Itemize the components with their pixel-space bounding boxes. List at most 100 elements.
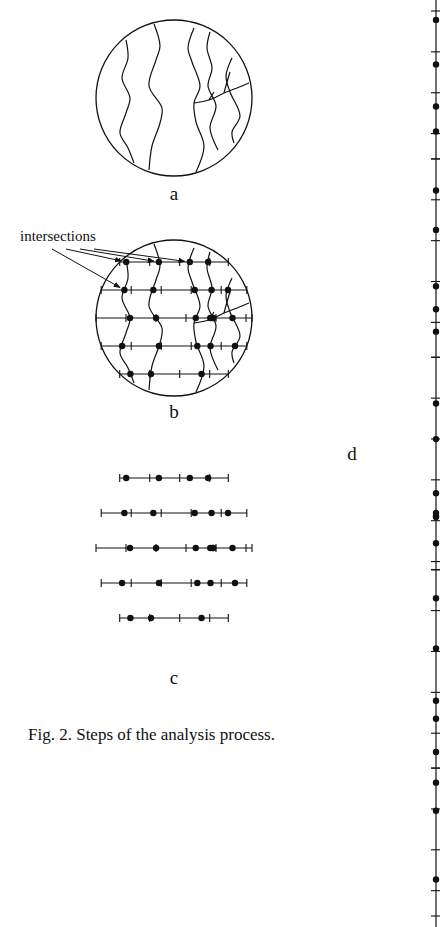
tick-mark bbox=[431, 692, 440, 693]
intersection-dot bbox=[187, 259, 193, 265]
intersection-dot bbox=[156, 580, 162, 586]
tick-mark bbox=[221, 342, 222, 350]
intersection-dot bbox=[127, 545, 133, 551]
tick-mark bbox=[119, 258, 120, 266]
tick-mark bbox=[228, 370, 229, 378]
test-line bbox=[96, 317, 252, 318]
intersection-dot bbox=[207, 343, 213, 349]
tick-mark bbox=[185, 314, 186, 322]
extracted-lines bbox=[96, 474, 252, 622]
tick-mark bbox=[149, 474, 150, 482]
tick-mark bbox=[431, 357, 440, 358]
test-line bbox=[120, 617, 229, 618]
intersection-dot bbox=[433, 61, 439, 67]
intersection-dot bbox=[150, 287, 156, 293]
tick-mark bbox=[228, 474, 229, 482]
tick-mark bbox=[246, 509, 247, 517]
tick-mark bbox=[431, 520, 440, 521]
intersection-dot bbox=[121, 510, 127, 516]
tick-mark bbox=[431, 322, 440, 323]
leader-line bbox=[80, 249, 154, 261]
test-line bbox=[96, 547, 252, 548]
tick-mark bbox=[101, 286, 102, 294]
tick-mark bbox=[101, 342, 102, 350]
tick-mark bbox=[221, 286, 222, 294]
test-line bbox=[120, 261, 229, 262]
tick-mark bbox=[131, 579, 132, 587]
intersection-dot bbox=[127, 315, 133, 321]
fibre-line bbox=[120, 260, 134, 383]
tick-mark bbox=[246, 286, 247, 294]
tick-mark bbox=[431, 51, 440, 52]
intersection-dot bbox=[229, 545, 235, 551]
fibre-line bbox=[226, 58, 240, 143]
tick-mark bbox=[228, 614, 229, 622]
tick-mark bbox=[179, 370, 180, 378]
tick-mark bbox=[131, 342, 132, 350]
tick-mark bbox=[191, 579, 192, 587]
intersection-dot bbox=[210, 545, 216, 551]
intersection-dot bbox=[205, 259, 211, 265]
tick-mark bbox=[431, 240, 440, 241]
fibre-line bbox=[188, 28, 204, 172]
tick-mark bbox=[209, 614, 210, 622]
intersection-dot bbox=[433, 103, 439, 109]
tick-mark bbox=[95, 544, 96, 552]
tick-mark bbox=[431, 199, 440, 200]
intersection-dot bbox=[433, 715, 439, 721]
intersection-dot bbox=[232, 343, 238, 349]
intersection-dot bbox=[148, 615, 154, 621]
intersection-dot bbox=[198, 615, 204, 621]
intersection-dot bbox=[210, 315, 216, 321]
intersection-dot bbox=[433, 876, 439, 882]
intersection-dot bbox=[191, 287, 197, 293]
intersection-dot bbox=[153, 545, 159, 551]
tick-mark bbox=[246, 579, 247, 587]
tick-mark bbox=[191, 342, 192, 350]
intersection-dot bbox=[229, 315, 235, 321]
field-circle bbox=[96, 240, 252, 396]
tick-mark bbox=[209, 370, 210, 378]
intersection-dot bbox=[433, 513, 439, 519]
intersection-dot bbox=[433, 540, 439, 546]
intersection-dot bbox=[207, 580, 213, 586]
intersection-dot bbox=[191, 510, 197, 516]
tick-mark bbox=[101, 509, 102, 517]
intersection-dot bbox=[433, 227, 439, 233]
intersection-dot bbox=[433, 187, 439, 193]
tick-mark bbox=[431, 915, 440, 916]
tick-mark bbox=[431, 569, 440, 570]
tick-mark bbox=[161, 509, 162, 517]
intersection-dot bbox=[156, 475, 162, 481]
intersection-dot bbox=[433, 808, 439, 814]
intersection-dot bbox=[433, 595, 439, 601]
tick-mark bbox=[246, 342, 247, 350]
intersection-dot bbox=[119, 343, 125, 349]
tick-mark bbox=[125, 544, 126, 552]
tick-mark bbox=[431, 610, 440, 611]
intersection-dot bbox=[194, 343, 200, 349]
tick-mark bbox=[245, 314, 246, 322]
panel-letter: b bbox=[169, 402, 179, 423]
tick-mark bbox=[179, 614, 180, 622]
intersection-dot bbox=[194, 580, 200, 586]
tick-mark bbox=[161, 286, 162, 294]
intersection-dot bbox=[433, 283, 439, 289]
intersection-dot bbox=[433, 645, 439, 651]
tick-mark bbox=[431, 357, 440, 358]
tick-mark bbox=[251, 314, 252, 322]
panel-letter: c bbox=[170, 668, 178, 689]
tick-mark bbox=[185, 544, 186, 552]
tick-mark bbox=[125, 314, 126, 322]
tick-mark bbox=[131, 286, 132, 294]
tick-mark bbox=[431, 768, 440, 769]
leader-line bbox=[52, 249, 120, 288]
panel-letter: d bbox=[347, 444, 357, 465]
intersection-dot bbox=[433, 328, 439, 334]
intersection-dot bbox=[150, 510, 156, 516]
tick-mark bbox=[431, 768, 440, 769]
fibre-line bbox=[209, 92, 214, 100]
intersection-dot bbox=[156, 343, 162, 349]
tick-mark bbox=[431, 398, 440, 399]
fibre-field bbox=[96, 20, 252, 176]
